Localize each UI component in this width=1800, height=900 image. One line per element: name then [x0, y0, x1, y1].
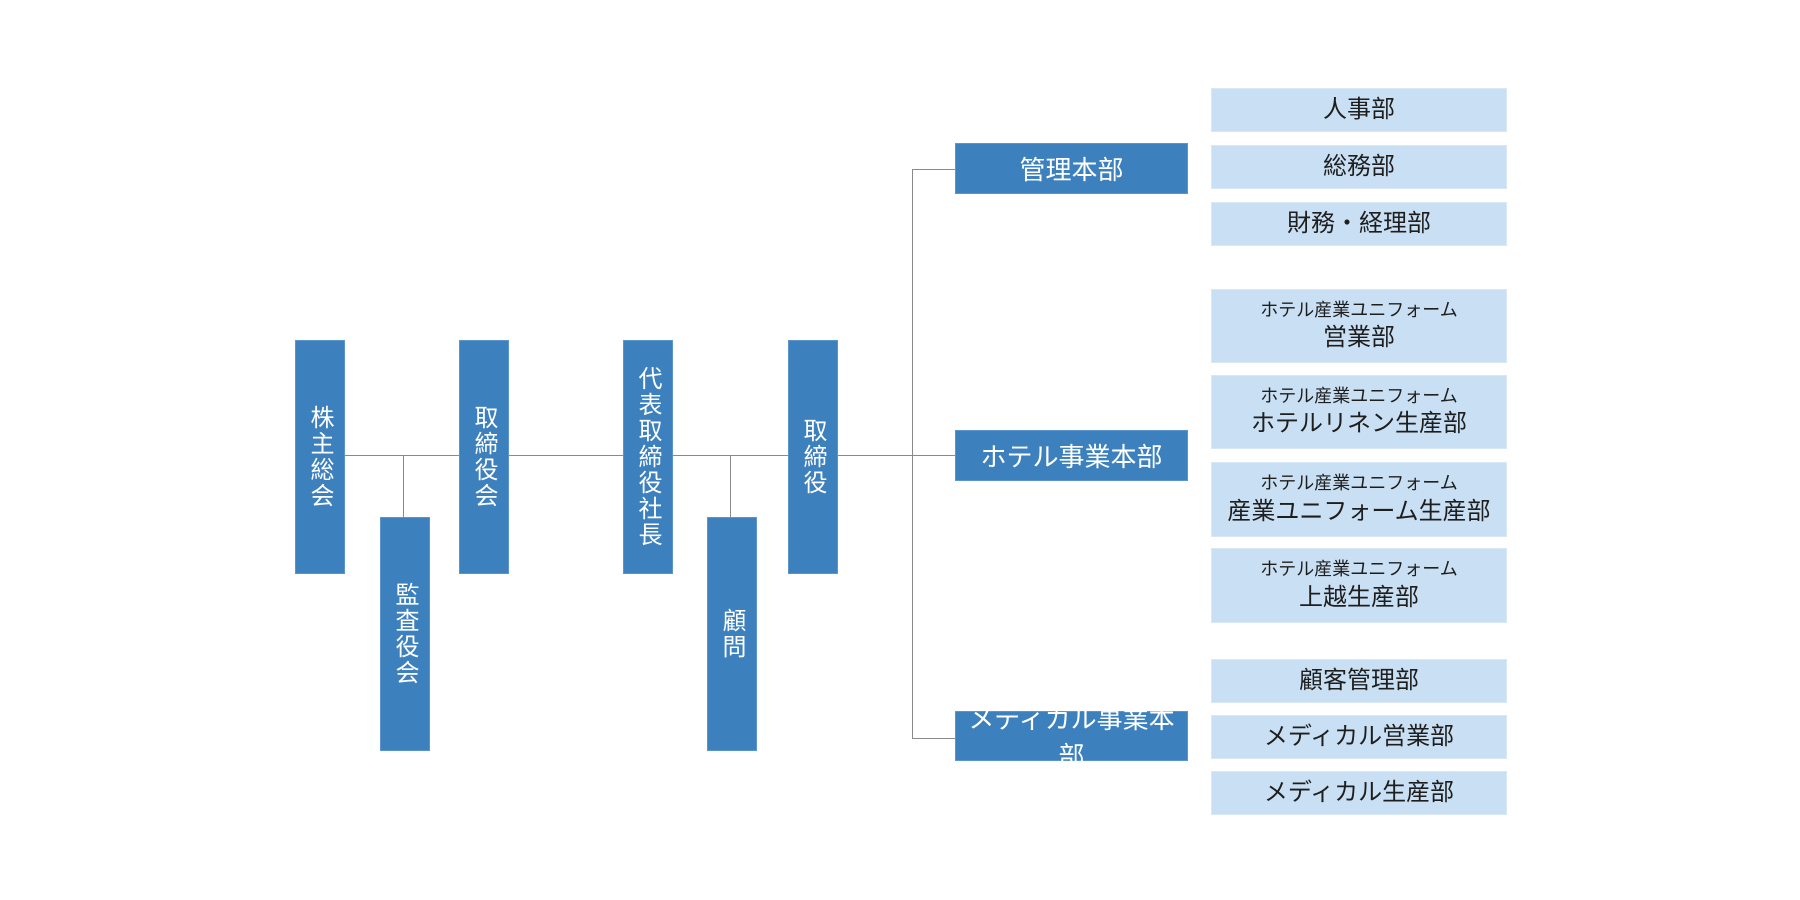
division-spine-connector [912, 169, 913, 739]
department-name: 顧客管理部 [1299, 666, 1419, 695]
department-name: 人事部 [1323, 95, 1395, 124]
department-name: ホテルリネン生産部 [1251, 409, 1467, 438]
department-box: 財務・経理部 [1211, 202, 1507, 246]
department-box: ホテル産業ユニフォーム 産業ユニフォーム生産部 [1211, 462, 1507, 537]
department-box: ホテル産業ユニフォーム 上越生産部 [1211, 548, 1507, 623]
department-box: ホテル産業ユニフォーム 営業部 [1211, 289, 1507, 363]
admin-division-connector [912, 169, 955, 170]
department-prefix: ホテル産業ユニフォーム [1260, 385, 1458, 407]
department-name: 上越生産部 [1299, 582, 1419, 611]
medical-division-connector [912, 738, 955, 739]
advisor-box: 顧問 [707, 517, 757, 751]
division-medical-box: メディカル事業本部 [955, 705, 1188, 772]
department-box: 人事部 [1211, 88, 1507, 132]
president-box: 代表取締役社長 [623, 340, 673, 574]
department-box: メディカル営業部 [1211, 715, 1507, 759]
audit-board-connector [403, 455, 404, 517]
department-name: メディカル生産部 [1263, 778, 1455, 807]
department-name: 産業ユニフォーム生産部 [1227, 496, 1491, 525]
board-of-directors-box: 取締役会 [459, 340, 509, 574]
division-admin-box: 管理本部 [955, 143, 1188, 194]
department-prefix: ホテル産業ユニフォーム [1260, 473, 1458, 495]
department-name: 総務部 [1323, 152, 1395, 181]
department-box: 総務部 [1211, 145, 1507, 189]
division-hotel-box: ホテル事業本部 [955, 430, 1188, 481]
department-name: 営業部 [1323, 323, 1395, 352]
shareholders-meeting-box: 株主総会 [295, 340, 345, 574]
audit-board-box: 監査役会 [380, 517, 430, 751]
department-box: 顧客管理部 [1211, 659, 1507, 703]
department-name: 財務・経理部 [1287, 209, 1431, 238]
department-name: メディカル営業部 [1263, 722, 1455, 751]
department-box: ホテル産業ユニフォーム ホテルリネン生産部 [1211, 375, 1507, 449]
department-prefix: ホテル産業ユニフォーム [1260, 299, 1458, 321]
director-box: 取締役 [788, 340, 838, 574]
advisor-connector [730, 455, 731, 517]
department-box: メディカル生産部 [1211, 771, 1507, 815]
department-prefix: ホテル産業ユニフォーム [1260, 559, 1458, 581]
